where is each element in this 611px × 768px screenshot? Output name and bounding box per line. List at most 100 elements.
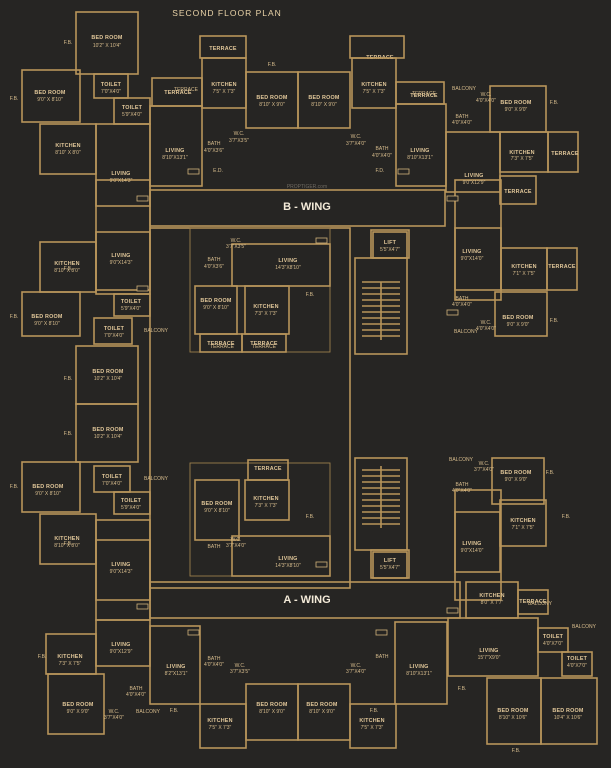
plan-title: SECOND FLOOR PLAN [172, 8, 282, 18]
room-64: BED ROOM 10'4" X 10'6" [540, 677, 598, 745]
svg-text:F.B.: F.B. [370, 708, 379, 714]
svg-text:TERRACE: TERRACE [410, 93, 438, 99]
svg-text:LIVING: LIVING [278, 258, 297, 264]
svg-text:TERRACE: TERRACE [412, 91, 437, 97]
svg-text:BALCONY: BALCONY [449, 457, 474, 463]
room-52: TERRACE [517, 589, 549, 615]
svg-text:F.B.: F.B. [512, 748, 521, 754]
svg-text:7'3" X 7'3": 7'3" X 7'3" [255, 503, 278, 509]
room-18: TERRACE [547, 131, 579, 173]
svg-text:5'5"X4'7": 5'5"X4'7" [380, 247, 400, 253]
svg-text:7'1" X 7'5": 7'1" X 7'5" [513, 271, 536, 277]
svg-text:BED ROOM: BED ROOM [552, 708, 584, 714]
svg-text:9'0" X 9'0": 9'0" X 9'0" [505, 107, 528, 113]
room-11: TOILET 5'9"X4'0" [113, 97, 151, 125]
svg-text:KITCHEN: KITCHEN [211, 82, 236, 88]
svg-text:TERRACE: TERRACE [551, 151, 579, 157]
svg-text:10'4" X 10'6": 10'4" X 10'6" [554, 715, 582, 721]
room-60: BED ROOM 9'0" X 9'0" [47, 673, 105, 735]
svg-text:LIVING: LIVING [462, 541, 481, 547]
svg-text:TERRACE: TERRACE [254, 466, 282, 472]
svg-text:LIFT: LIFT [384, 558, 397, 564]
wing-label-b: B - WING [283, 201, 331, 213]
room-36: BED ROOM 10'2" X 10'4" [75, 345, 139, 405]
room-44: KITCHEN 7'3" X 7'3" [244, 479, 290, 521]
svg-text:8'10" X 10'6": 8'10" X 10'6" [499, 715, 527, 721]
room-48: LIVING 9'0"X14'3" [95, 539, 151, 601]
room-22: LIVING 9'0"X14'3" [95, 231, 151, 295]
svg-text:BALCONY: BALCONY [454, 329, 479, 335]
svg-text:BATH: BATH [208, 257, 221, 263]
svg-text:9'0"X14'3": 9'0"X14'3" [110, 260, 133, 266]
svg-text:BALCONY: BALCONY [144, 328, 169, 334]
room-53: LIVING 9'0"X12'9" [95, 619, 151, 667]
svg-text:9'0" X 8'10": 9'0" X 8'10" [203, 305, 229, 311]
staircase-a [362, 466, 400, 528]
svg-text:LIVING: LIVING [479, 648, 498, 654]
svg-text:7'5" X 7'3": 7'5" X 7'3" [361, 725, 384, 731]
svg-text:BED ROOM: BED ROOM [256, 95, 288, 101]
svg-text:TERRACE: TERRACE [207, 341, 235, 347]
svg-text:F.B.: F.B. [64, 376, 73, 382]
room-61: BED ROOM 8'10" X 9'0" [245, 683, 299, 741]
svg-text:BATH: BATH [208, 656, 221, 662]
svg-text:KITCHEN: KITCHEN [359, 718, 384, 724]
room-20: TERRACE [499, 175, 537, 205]
svg-text:BED ROOM: BED ROOM [200, 298, 232, 304]
svg-text:9'0" X 8'10": 9'0" X 8'10" [35, 491, 61, 497]
svg-text:W.C.: W.C. [481, 320, 492, 326]
svg-text:BATH: BATH [208, 141, 221, 147]
svg-text:7'0"X4'0": 7'0"X4'0" [101, 89, 121, 95]
svg-text:LIVING: LIVING [464, 173, 483, 179]
svg-text:BATH: BATH [456, 482, 469, 488]
svg-text:F.B.: F.B. [64, 40, 73, 46]
room-39: BED ROOM 9'0" X 9'0" [491, 457, 545, 505]
room-4: BED ROOM 8'10" X 9'0" [297, 71, 351, 129]
svg-text:8'0" X 7'7": 8'0" X 7'7" [481, 600, 504, 606]
svg-text:F.B.: F.B. [64, 431, 73, 437]
svg-text:KITCHEN: KITCHEN [511, 264, 536, 270]
svg-text:9'0" X 9'0": 9'0" X 9'0" [507, 322, 530, 328]
svg-text:3'7"X4'0": 3'7"X4'0" [474, 467, 494, 473]
svg-text:8'10"X13'1": 8'10"X13'1" [407, 155, 433, 161]
svg-text:BALCONY: BALCONY [144, 476, 169, 482]
room-3: BED ROOM 8'10" X 9'0" [245, 71, 299, 129]
svg-text:F.B.: F.B. [64, 266, 73, 272]
room-29: TOILET 5'9"X4'0" [113, 293, 151, 317]
svg-text:F.B.: F.B. [550, 318, 559, 324]
svg-text:TERRACE: TERRACE [210, 344, 235, 350]
svg-text:8'10" X 8'0": 8'10" X 8'0" [55, 150, 81, 156]
svg-text:W.C.: W.C. [479, 461, 490, 467]
svg-text:8'10" X 8'0": 8'10" X 8'0" [54, 543, 80, 549]
svg-text:W.C.: W.C. [234, 131, 245, 137]
svg-text:KITCHEN: KITCHEN [55, 143, 80, 149]
svg-text:3'7"X3'5": 3'7"X3'5" [226, 244, 246, 250]
svg-text:F.B.: F.B. [268, 62, 277, 68]
room-57: LIVING 15'7"X9'0" [447, 617, 539, 677]
svg-text:TOILET: TOILET [101, 82, 122, 88]
svg-text:3'7"X3'5": 3'7"X3'5" [229, 138, 249, 144]
svg-text:BED ROOM: BED ROOM [31, 314, 63, 320]
svg-text:8'10"X13'1": 8'10"X13'1" [162, 155, 188, 161]
room-19: LIVING 9'0"X12'9" [445, 131, 501, 193]
svg-text:BED ROOM: BED ROOM [500, 100, 532, 106]
svg-text:KITCHEN: KITCHEN [54, 261, 79, 267]
svg-text:TOILET: TOILET [543, 634, 564, 640]
svg-text:F.B.: F.B. [546, 470, 555, 476]
svg-text:5'9"X4'0": 5'9"X4'0" [121, 505, 141, 511]
svg-text:F.B.: F.B. [458, 686, 467, 692]
svg-text:KITCHEN: KITCHEN [361, 82, 386, 88]
svg-text:F.B.: F.B. [550, 100, 559, 106]
svg-text:8'10" X 9'0": 8'10" X 9'0" [309, 709, 335, 715]
svg-text:3'7"X4'0": 3'7"X4'0" [346, 669, 366, 675]
svg-text:3'7"X4'0": 3'7"X4'0" [346, 141, 366, 147]
svg-text:TERRACE: TERRACE [174, 87, 199, 93]
svg-text:8'10" X 8'0": 8'10" X 8'0" [54, 268, 80, 274]
room-32: KITCHEN 7'3" X 7'3" [244, 285, 290, 335]
svg-text:9'0" X 9'0": 9'0" X 9'0" [505, 477, 528, 483]
svg-text:F.D.: F.D. [376, 168, 385, 174]
svg-text:9'0"X12'9": 9'0"X12'9" [463, 180, 486, 186]
svg-text:LIVING: LIVING [111, 642, 130, 648]
svg-text:4'0"X3'6": 4'0"X3'6" [204, 148, 224, 154]
